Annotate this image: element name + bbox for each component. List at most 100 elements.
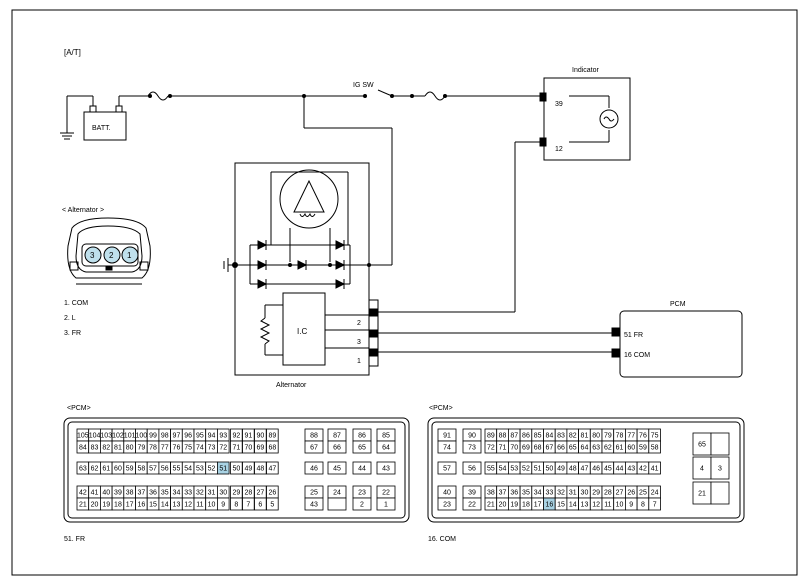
pcm-left-pin: 89 [268,433,276,440]
pcm-right-pin: 12 [592,502,600,509]
pcm-left-pin: 104 [89,433,101,440]
pcm-right-pin: 61 [616,445,624,452]
pcm-left-pin: 57 [149,466,157,473]
pcm-left-pin: 50 [232,466,240,473]
alt-legend-fr: 3. FR [64,330,81,337]
pcm-right-pin: 62 [604,445,612,452]
pcm-left-pin: 46 [310,466,318,473]
pcm-right-pin: 10 [616,502,624,509]
pcm-right-pin-cell [437,440,457,454]
pcm-right-pin: 33 [545,490,553,497]
pcm-left-pin: 60 [114,466,122,473]
alt-conn-pin-2: 2 [109,251,114,260]
pcm-right-pin: 69 [522,445,530,452]
pcm-left-pin-cell [266,497,279,511]
pcm-left-pin: 75 [184,445,192,452]
pcm-left-title: <PCM> [67,405,91,412]
pcm-right-pin-blank-cell [710,432,730,456]
pcm-right-pin: 11 [604,502,611,509]
pcm-right-pin: 42 [639,466,647,473]
pcm-box [611,310,743,378]
pcm-right-pin: 30 [581,490,589,497]
pcm-left-pin-cell [376,440,396,454]
pcm-right-caption: 16. COM [428,536,456,543]
pcm-left-pin: 85 [382,433,390,440]
pcm-left-pin: 17 [126,502,134,509]
pcm-right-pin: 15 [557,502,565,509]
pcm-left-pin: 99 [149,433,157,440]
pcm-right-pin: 65 [569,445,577,452]
pcm-pin-16: 16 COM [624,352,650,359]
pcm-right-pin: 90 [468,433,476,440]
pcm-left-pin: 67 [310,445,318,452]
pcm-left-pin-cell [352,461,372,475]
pcm-left-pin: 70 [244,445,252,452]
pcm-left-pin: 39 [114,490,122,497]
pcm-right-pin: 29 [592,490,600,497]
pcm-left-pin: 15 [149,502,157,509]
pcm-left-pin: 81 [114,445,122,452]
pcm-right-pin: 64 [581,445,589,452]
pcm-right-pin: 27 [616,490,624,497]
pcm-right-pin: 19 [510,502,518,509]
pcm-right-pin: 3 [718,466,722,473]
pcm-left-pin: 80 [126,445,134,452]
pcm-left-pin: 28 [244,490,252,497]
pcm-right-pin: 53 [510,466,518,473]
pcm-left-pin-cell [216,461,230,475]
pcm-left-pin: 6 [258,502,262,509]
pcm-left-pin: 58 [137,466,145,473]
pcm-left-pin: 29 [232,490,240,497]
pcm-right-pin: 25 [639,490,647,497]
pcm-right-pin: 86 [522,433,530,440]
pcm-right-pin: 38 [487,490,495,497]
pcm-left-pin-cell [376,497,396,511]
pcm-left-pin: 33 [184,490,192,497]
alternator-label: Alternator [276,382,307,389]
pcm-left-pin: 65 [358,445,366,452]
pcm-left-pin: 30 [219,490,227,497]
pcm-right-pin-cell [437,497,457,511]
pcm-right-pin: 36 [510,490,518,497]
pcm-left-caption: 51. FR [64,536,85,543]
pcm-left-pin: 14 [161,502,169,509]
pcm-left-pin-cell [327,497,347,511]
alt-legend-l: 2. L [64,315,76,322]
pcm-right-pin: 39 [468,490,476,497]
pcm-left-pin: 13 [173,502,181,509]
pcm-left-pin: 92 [232,433,240,440]
pcm-right-pin: 18 [522,502,530,509]
pcm-left-pin-cell [266,440,279,454]
pcm-left-pin: 23 [358,490,366,497]
pcm-right-pin: 76 [639,433,647,440]
pcm-left-pin: 12 [184,502,192,509]
pcm-left-pin: 31 [208,490,216,497]
pcm-left-pin: 49 [244,466,252,473]
pcm-left-pin: 44 [358,466,366,473]
wire-nodes [148,94,447,98]
pcm-right-pin-cell [437,461,457,475]
pcm-right-pin: 85 [534,433,542,440]
pcm-left-pin: 59 [126,466,134,473]
alternator-pin-2: 2 [357,320,361,327]
main-wire [119,89,541,266]
alternator-connector-pin-circles [84,246,139,264]
pcm-right-pin: 60 [627,445,635,452]
pcm-right-pin: 49 [557,466,565,473]
pcm-right-pin: 26 [627,490,635,497]
pcm-left-pin: 63 [79,466,87,473]
pcm-left-pin: 76 [173,445,181,452]
pcm-right-pin-cell [462,497,482,511]
pcm-left-pin: 53 [196,466,204,473]
pcm-left-pin-cell [376,461,396,475]
pcm-right-pin: 78 [616,433,624,440]
pcm-right-pin: 89 [487,433,495,440]
pcm-right-pin: 80 [592,433,600,440]
pcm-right-pin: 56 [468,466,476,473]
pcm-left-pin: 32 [196,490,204,497]
pcm-right-pin: 71 [499,445,507,452]
pcm-left-pin: 48 [256,466,264,473]
pcm-left-pin: 45 [333,466,341,473]
pcm-right-pin: 21 [698,491,706,498]
